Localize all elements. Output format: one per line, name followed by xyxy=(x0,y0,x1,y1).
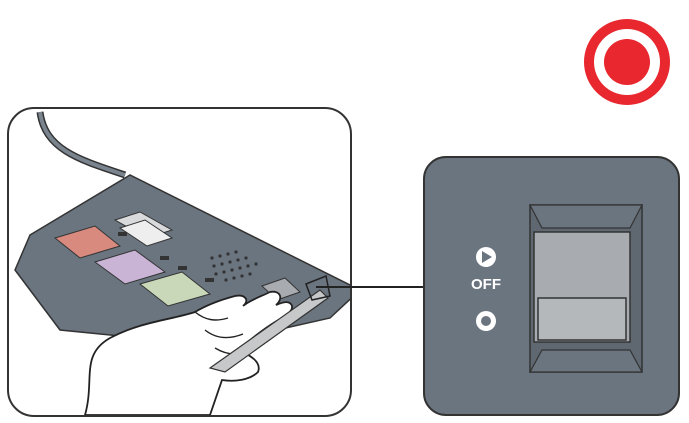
slide-switch[interactable] xyxy=(528,204,644,373)
purple-button[interactable] xyxy=(93,249,167,285)
red-button[interactable] xyxy=(53,225,122,259)
record-circle-icon xyxy=(476,311,496,331)
green-button[interactable] xyxy=(138,271,212,307)
device-illustration-panel xyxy=(7,107,352,417)
switch-zoom-panel: OFF xyxy=(423,156,680,416)
speaker-grille xyxy=(210,250,258,282)
play-circle-icon xyxy=(476,247,496,267)
off-label: OFF xyxy=(471,276,501,293)
record-indicator-icon xyxy=(584,19,670,105)
